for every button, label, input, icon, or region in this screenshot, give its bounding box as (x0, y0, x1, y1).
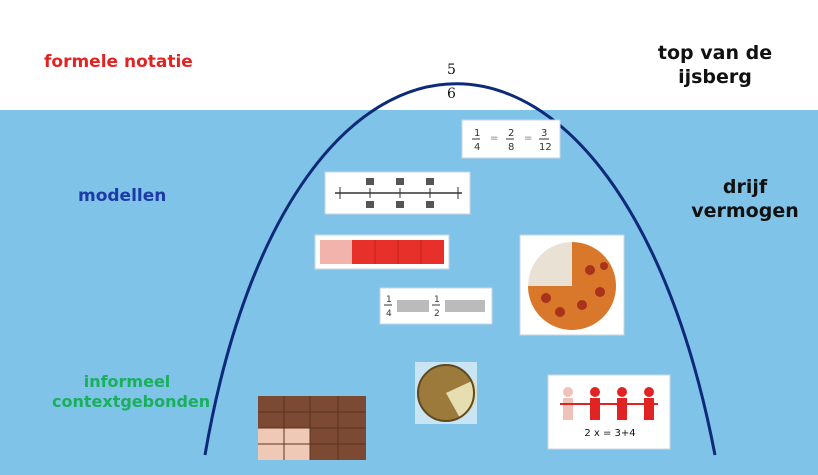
formal-fraction-numerator: 5 (447, 62, 456, 78)
informal-label: informeel contextgebonden (52, 372, 211, 412)
iceberg-outline (203, 82, 717, 456)
people-card (547, 374, 671, 450)
svg-text:2: 2 (508, 128, 514, 139)
svg-text:3: 3 (541, 128, 547, 139)
chocolate-bar (258, 396, 366, 460)
informal-label-line1: informeel (83, 372, 171, 391)
svg-text:=: = (524, 133, 532, 144)
svg-text:8: 8 (508, 142, 514, 153)
formal-fraction-denominator: 6 (447, 86, 456, 102)
iceberg-top-line1: top van de (657, 42, 773, 64)
number-line-card (324, 171, 471, 215)
fraction-symbols-card: 1 4 = 2 8 = 3 12 (461, 119, 561, 159)
svg-text:=: = (490, 133, 498, 144)
iceberg-top-label: top van de ijsberg (640, 42, 790, 90)
cake-photo (415, 362, 477, 424)
svg-text:1: 1 (434, 295, 440, 305)
people-caption: 2 x = 3+4 (584, 428, 636, 439)
buoyancy-line1: drijf (722, 176, 768, 198)
svg-text:2: 2 (434, 309, 440, 319)
models-label: modellen (78, 186, 167, 206)
buoyancy-label: drijf vermogen (680, 176, 810, 224)
buoyancy-line2: vermogen (691, 199, 799, 222)
pizza-card (519, 234, 625, 336)
svg-text:4: 4 (386, 309, 392, 319)
svg-text:1: 1 (386, 295, 392, 305)
informal-label-line2: contextgebonden (52, 392, 211, 411)
fraction-expression-card: 1 4 1 2 (379, 287, 493, 325)
formal-notation-label: formele notatie (44, 52, 193, 72)
iceberg-top-line2: ijsberg (678, 65, 752, 88)
bar-model-card (314, 234, 450, 270)
svg-text:1: 1 (474, 128, 480, 139)
svg-text:4: 4 (474, 142, 480, 153)
svg-text:12: 12 (539, 142, 552, 153)
